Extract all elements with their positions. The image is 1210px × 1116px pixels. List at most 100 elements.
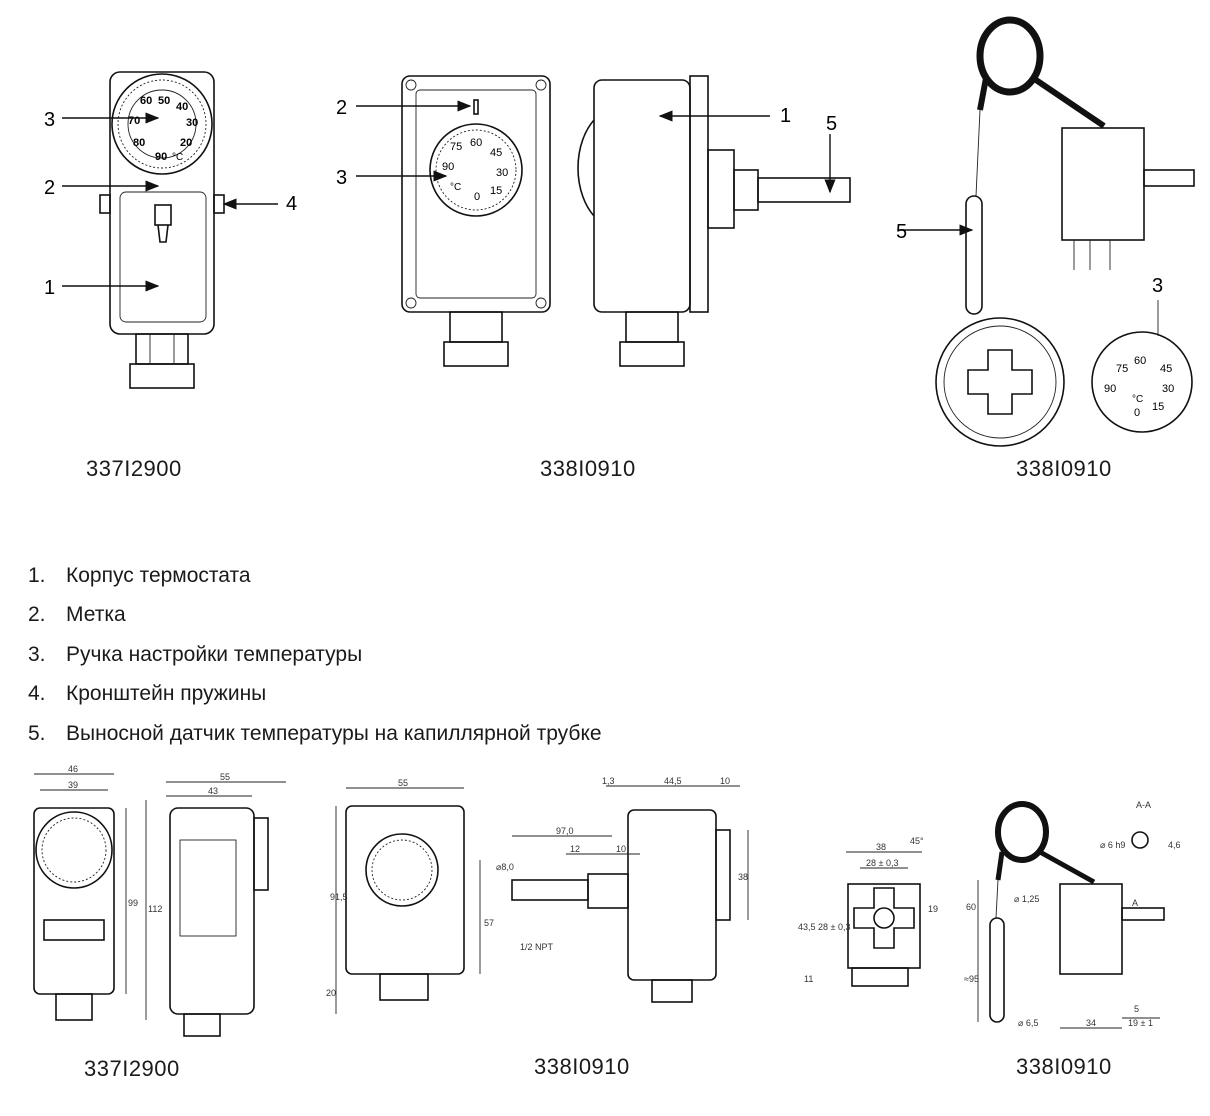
drawing-337I2900-side: [166, 781, 286, 1037]
thermostat-338I0910-capillary: [935, 16, 1195, 447]
dial-label-60: 60: [140, 95, 152, 107]
dial3-unit: °C: [1132, 394, 1143, 405]
callout-5-right: 5: [896, 221, 907, 243]
drawing-337I2900-front: [33, 773, 147, 1021]
drawing-338I0910-front: [335, 787, 481, 1014]
dim-43-5: 43,5: [798, 922, 816, 932]
dim-phi8: ⌀8,0: [496, 862, 514, 872]
drawing-capillary: [977, 801, 1165, 1029]
dim-55-front: 55: [398, 778, 408, 788]
dial2-label-45: 45: [490, 147, 502, 159]
dim-91-5: 91,5: [330, 892, 348, 902]
legend-number: 5.: [28, 721, 46, 745]
dial3-label-0: 0: [1134, 407, 1140, 419]
caption-top-right: 338I0910: [1016, 456, 1112, 481]
dim-38-top: 38: [876, 842, 886, 852]
callout-3-left: 3: [44, 109, 55, 131]
dim-44-5: 44,5: [664, 776, 682, 786]
caption-bottom-left: 337I2900: [84, 1056, 180, 1081]
legend-label: Корпус термостата: [66, 563, 251, 587]
dial2-label-75: 75: [450, 141, 462, 153]
thermostat-338I0910-side: [577, 75, 851, 367]
callout-1-center: 1: [780, 105, 791, 127]
dim-5: 5: [1134, 1004, 1139, 1014]
callout-3-right: 3: [1152, 275, 1163, 297]
legend-label: Кронштейн пружины: [66, 682, 267, 706]
legend-label: Выносной датчик температуры на капиллярн…: [66, 721, 602, 745]
dim-20: 20: [326, 988, 336, 998]
dial3-label-30: 30: [1162, 383, 1174, 395]
legend-item: 3. Ручка настройки температуры: [28, 635, 602, 675]
dial3-label-75: 75: [1116, 363, 1128, 375]
dimension-drawings: 46 39 99 112 55 43 55 91,5 57 20 1,: [33, 764, 1181, 1037]
drawing-338I0910-side: [511, 785, 749, 1003]
dial3-label-60: 60: [1134, 355, 1146, 367]
dim-10: 10: [720, 776, 730, 786]
dim-10b: 10: [616, 844, 626, 854]
dim-6-5: ⌀ 6,5: [1018, 1018, 1038, 1028]
dim-npt: 1/2 NPT: [520, 942, 554, 952]
callout-2-center: 2: [336, 97, 347, 119]
callout-2-left: 2: [44, 177, 55, 199]
dim-28v: 28 ± 0,3: [818, 922, 850, 932]
dim-phi6: ⌀ 6 h9: [1100, 840, 1125, 850]
legend-number: 1.: [28, 563, 46, 587]
dial-label-90: 90: [155, 151, 167, 163]
dim-4-6: 4,6: [1168, 840, 1181, 850]
dial-label-20: 20: [180, 137, 192, 149]
callout-5-center: 5: [826, 113, 837, 135]
dim-a: A: [1132, 898, 1138, 908]
legend-number: 2.: [28, 603, 46, 627]
dim-99: 99: [128, 898, 138, 908]
dial2-label-60: 60: [470, 137, 482, 149]
caption-top-center: 338I0910: [540, 456, 636, 481]
dim-97: 97,0: [556, 826, 574, 836]
drawing-switch-body: [846, 851, 922, 987]
dial-unit: °C: [172, 152, 183, 163]
dial-label-30: 30: [186, 117, 198, 129]
dial-label-70: 70: [128, 115, 140, 127]
dial2-label-15: 15: [490, 185, 502, 197]
dial2-unit: °C: [450, 182, 461, 193]
dim-112: 112: [148, 904, 162, 914]
dim-19-1: 19 ± 1: [1128, 1018, 1153, 1028]
legend-number: 4.: [28, 682, 46, 706]
dial3-label-15: 15: [1152, 401, 1164, 413]
dial2-label-30: 30: [496, 167, 508, 179]
dial3-label-45: 45: [1160, 363, 1172, 375]
caption-top-left: 337I2900: [86, 456, 182, 481]
callout-3-center: 3: [336, 167, 347, 189]
thermostat-338I0910-front: [401, 75, 551, 367]
dial-label-40: 40: [176, 101, 188, 113]
dim-12: 12: [570, 844, 580, 854]
dim-34: 34: [1086, 1018, 1096, 1028]
dim-60: 60: [966, 902, 976, 912]
dim-19: 19: [928, 904, 938, 914]
top-illustrations: 50 40 30 20 60 70 80 90 °C 3 2 1 4 60 45…: [44, 16, 1195, 447]
dim-28: 28 ± 0,3: [866, 858, 898, 868]
dim-11: 11: [804, 974, 813, 984]
legend-number: 3.: [28, 642, 46, 666]
dial-label-80: 80: [133, 137, 145, 149]
legend-item: 4. Кронштейн пружины: [28, 675, 602, 715]
legend-item: 5. Выносной датчик температуры на капилля…: [28, 714, 602, 754]
callout-4-left: 4: [286, 193, 297, 215]
dim-45deg: 45°: [910, 836, 924, 846]
dim-1-25: ⌀ 1,25: [1014, 894, 1039, 904]
dial2-label-0: 0: [474, 191, 480, 203]
dim-39: 39: [68, 780, 78, 790]
callout-1-left: 1: [44, 277, 55, 299]
dial2-label-90: 90: [442, 161, 454, 173]
legend-label: Метка: [66, 603, 126, 627]
legend-item: 2. Метка: [28, 596, 602, 636]
dim-38-side: 38: [738, 872, 748, 882]
dim-1-3: 1,3: [602, 776, 615, 786]
caption-bottom-center: 338I0910: [534, 1054, 630, 1079]
dim-57: 57: [484, 918, 494, 928]
dim-aa: A-A: [1136, 800, 1151, 810]
legend-label: Ручка настройки температуры: [66, 642, 363, 666]
dim-55-side: 55: [220, 772, 230, 782]
dim-95: ≈95: [964, 974, 979, 984]
dim-43: 43: [208, 786, 218, 796]
dial3-label-90: 90: [1104, 383, 1116, 395]
